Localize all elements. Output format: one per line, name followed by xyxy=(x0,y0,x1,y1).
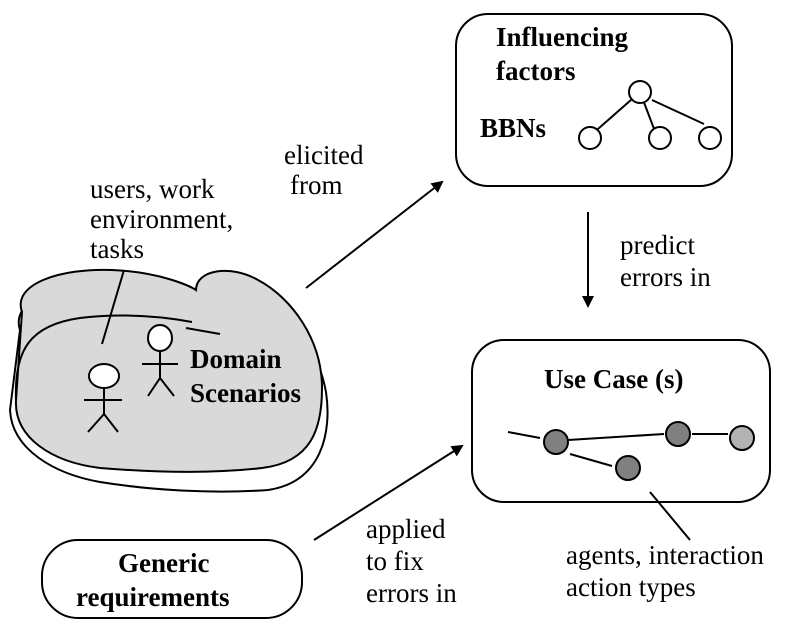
influencing-factors-title-line1: Influencing xyxy=(496,22,629,52)
users-annotation-line3: tasks xyxy=(90,234,144,264)
generic-requirements-box xyxy=(41,539,303,619)
use-case-graph xyxy=(507,421,755,481)
generic-requirements-line1: Generic xyxy=(118,548,210,578)
applied-annotation-line3: errors in xyxy=(366,578,457,608)
scenario-cloud xyxy=(14,268,324,473)
use-case-title: Use Case (s) xyxy=(544,364,684,394)
predict-annotation-line2: errors in xyxy=(620,262,711,292)
influencing-factors-title-line2: factors xyxy=(496,56,576,86)
agents-annotation-line1: agents, interaction xyxy=(566,540,764,570)
use-case-node-3 xyxy=(729,425,755,451)
scenario-pointer-line xyxy=(185,327,221,335)
bbn-node-right xyxy=(698,126,722,150)
scenario-cloud-inner-contour xyxy=(14,314,193,401)
arrow-applied-to-fix xyxy=(313,444,464,541)
bbn-network xyxy=(578,80,722,150)
bbn-node-left xyxy=(578,126,602,150)
elicited-annotation-line1: elicited xyxy=(284,140,364,170)
applied-annotation-line2: to fix xyxy=(366,546,424,576)
elicited-annotation-line2: from xyxy=(290,170,343,200)
applied-annotation-line1: applied xyxy=(366,514,446,544)
user-figure-right xyxy=(142,324,178,397)
agents-annotation-line2: action types xyxy=(566,572,696,602)
use-case-node-1 xyxy=(543,429,569,455)
use-case-node-2 xyxy=(665,421,691,447)
users-pointer-line xyxy=(101,269,125,345)
users-annotation-line2: environment, xyxy=(90,204,234,234)
domain-scenarios-line1: Domain xyxy=(190,344,282,374)
user-figure-left xyxy=(84,363,122,433)
arrow-elicited-from xyxy=(305,180,444,289)
bbn-node-middle xyxy=(648,126,672,150)
use-case-box xyxy=(471,339,771,503)
predict-annotation-line1: predict xyxy=(620,230,695,260)
agents-pointer-line xyxy=(649,491,691,541)
bbn-label: BBNs xyxy=(480,113,547,143)
bbn-node-root xyxy=(628,80,652,104)
generic-requirements-line2: requirements xyxy=(76,582,230,612)
users-annotation-line1: users, work xyxy=(90,174,215,204)
use-case-node-4 xyxy=(615,455,641,481)
domain-scenarios-line2: Scenarios xyxy=(190,378,301,408)
